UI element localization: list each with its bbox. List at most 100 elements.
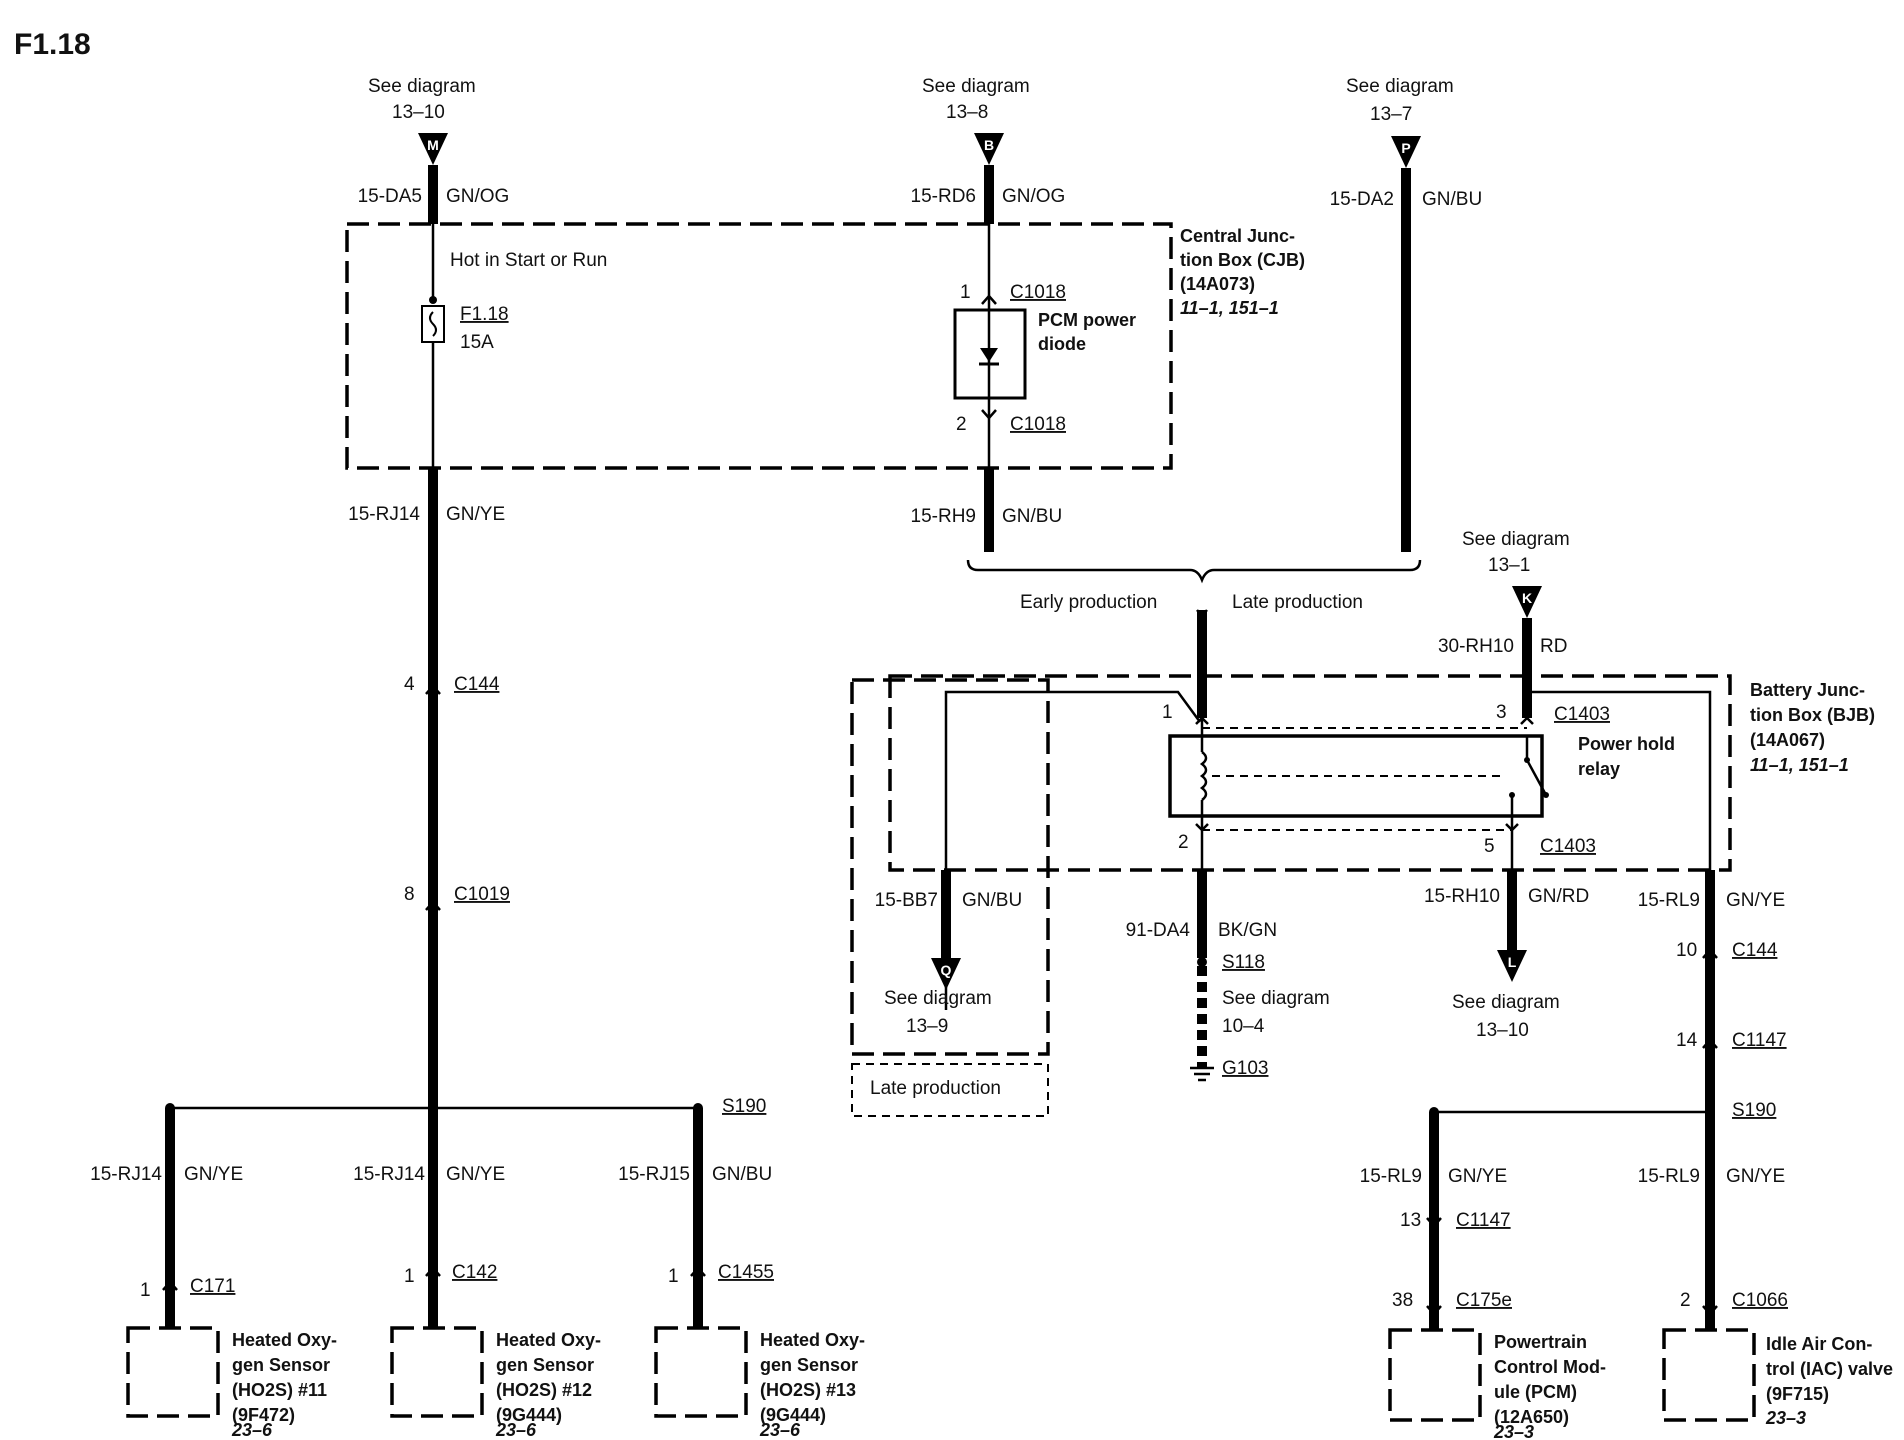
- rh9-color: GN/BU: [1002, 506, 1062, 527]
- pcm-pin1: 13: [1400, 1210, 1421, 1231]
- rl9-color: GN/YE: [1726, 890, 1785, 911]
- pcm-color: GN/YE: [1448, 1166, 1507, 1187]
- rl9-circuit: 15-RL9: [1638, 890, 1700, 911]
- sensor-1-connector: C171: [190, 1276, 235, 1297]
- rh10-ref: 13–10: [1476, 1020, 1529, 1041]
- rh10-color: GN/RD: [1528, 886, 1589, 907]
- ref-k-color: RD: [1540, 636, 1567, 657]
- rl9-c1147-connector-icon: [1702, 1038, 1718, 1049]
- diode-connector-1: C1018: [1010, 282, 1066, 303]
- bjb-title-2: tion Box (BJB): [1750, 705, 1875, 725]
- ref-b-circuit: 15-RD6: [911, 186, 976, 207]
- relay-pin3-connector-icon: [1520, 716, 1534, 725]
- iac-pin: 2: [1680, 1290, 1691, 1311]
- cjb-pages: 11–1, 151–1: [1180, 298, 1279, 318]
- iac-connector-icon: [1702, 1305, 1718, 1316]
- sensor-2-label-2: gen Sensor: [496, 1355, 594, 1375]
- ref-b-letter: B: [984, 137, 994, 153]
- late-production-note-box: [851, 1063, 1049, 1117]
- bb7-see-diagram: See diagram: [884, 988, 992, 1009]
- bjb-title-1: Battery Junc-: [1750, 680, 1865, 700]
- rl9-conn2-pin: 14: [1676, 1030, 1698, 1051]
- relay-pin-3: 3: [1496, 702, 1507, 723]
- sensor-1-label-2: gen Sensor: [232, 1355, 330, 1375]
- pcm-c1147-connector-icon: [1426, 1217, 1442, 1228]
- ref-m-see-diagram: See diagram: [368, 76, 476, 97]
- pcm-label-3: ule (PCM): [1494, 1382, 1577, 1402]
- sensor-3-circuit: 15-RJ15: [618, 1164, 690, 1185]
- production-brace: [966, 559, 1422, 584]
- late-production: Late production: [1232, 592, 1363, 613]
- ref-m-arrow-icon: [418, 133, 448, 165]
- fuse-rating: 15A: [460, 332, 494, 353]
- ref-p-number: 13–7: [1370, 104, 1412, 125]
- rl9-conn1: C144: [1732, 940, 1778, 961]
- sensor-1-label-4: (9F472): [232, 1405, 295, 1425]
- ref-p-letter: P: [1401, 140, 1410, 156]
- s190-right-label: S190: [1732, 1100, 1776, 1121]
- sensor-1-circuit: 15-RJ14: [90, 1164, 162, 1185]
- rh10-see-diagram: See diagram: [1452, 992, 1560, 1013]
- sensor-3-label-2: gen Sensor: [760, 1355, 858, 1375]
- diode-connector-2: C1018: [1010, 414, 1066, 435]
- fuse-junction-dot: [429, 296, 437, 304]
- rl9-conn2: C1147: [1732, 1030, 1787, 1051]
- sensor-2-page: 23–6: [495, 1420, 537, 1440]
- pcm-pin2: 38: [1392, 1290, 1413, 1311]
- sensor-3-box: [654, 1326, 748, 1418]
- sensor-3-pin: 1: [668, 1266, 679, 1287]
- diode-pin-2: 2: [956, 414, 967, 435]
- late-production-region-box: [850, 678, 1050, 1056]
- sensor-3-connector-icon: [690, 1266, 706, 1277]
- sensor-2-label-4: (9G444): [496, 1405, 562, 1425]
- bjb-box: [888, 674, 1732, 872]
- ref-p-color: GN/BU: [1422, 189, 1482, 210]
- fuse-name: F1.18: [460, 304, 509, 325]
- page-title: F1.18: [14, 28, 91, 61]
- relay-pin1-connector-icon: [1195, 716, 1209, 725]
- ref-q-arrow-icon: [931, 958, 961, 990]
- relay-pin-1: 1: [1162, 702, 1173, 723]
- relay-pin-5: 5: [1484, 836, 1495, 857]
- ground-label: G103: [1222, 1058, 1268, 1079]
- bb7-circuit: 15-BB7: [875, 890, 938, 911]
- left-conn1-pin: 4: [404, 674, 415, 695]
- rh10-circuit: 15-RH10: [1424, 886, 1500, 907]
- left-trunk-color: GN/YE: [446, 504, 505, 525]
- s118-splice-dot: [1197, 957, 1207, 967]
- ref-k-see-diagram: See diagram: [1462, 529, 1570, 550]
- ref-b-see-diagram: See diagram: [922, 76, 1030, 97]
- ref-p-see-diagram: See diagram: [1346, 76, 1454, 97]
- pcm-circuit: 15-RL9: [1360, 1166, 1422, 1187]
- ref-k-arrow-icon: [1512, 586, 1542, 618]
- pcm-label-2: Control Mod-: [1494, 1357, 1606, 1377]
- iac-label-3: (9F715): [1766, 1384, 1829, 1404]
- rh9-circuit: 15-RH9: [911, 506, 976, 527]
- cjb-box: [345, 222, 1173, 470]
- ref-p-arrow-icon: [1391, 136, 1421, 168]
- ref-k-circuit: 30-RH10: [1438, 636, 1514, 657]
- sensor-2-label-3: (HO2S) #12: [496, 1380, 592, 1400]
- sensor-3-label-4: (9G444): [760, 1405, 826, 1425]
- ground-ref: 10–4: [1222, 1016, 1265, 1037]
- diode-pin-1: 1: [960, 282, 971, 303]
- sensor-2-connector: C142: [452, 1262, 497, 1283]
- ref-p-circuit: 15-DA2: [1330, 189, 1394, 210]
- ref-b-arrow-icon: [974, 133, 1004, 165]
- cjb-title-2: tion Box (CJB): [1180, 250, 1305, 270]
- bb7-color: GN/BU: [962, 890, 1022, 911]
- bjb-internal-feed-rl9: [1525, 690, 1712, 970]
- sensor-1-box: [126, 1326, 220, 1418]
- left-trunk-circuit: 15-RJ14: [348, 504, 420, 525]
- pcm-conn2: C175e: [1456, 1290, 1512, 1311]
- iac-box: [1662, 1328, 1756, 1422]
- ref-m-circuit: 15-DA5: [358, 186, 422, 207]
- ref-m-letter: M: [427, 137, 439, 153]
- sensor-3-color: GN/BU: [712, 1164, 772, 1185]
- left-conn1: C144: [454, 674, 500, 695]
- cjb-title-1: Central Junc-: [1180, 226, 1295, 246]
- bjb-internal-feed-bb7: [944, 690, 1202, 1010]
- iac-page: 23–3: [1765, 1408, 1806, 1428]
- pcm-c175e-connector-icon: [1426, 1305, 1442, 1316]
- ref-b-color: GN/OG: [1002, 186, 1065, 207]
